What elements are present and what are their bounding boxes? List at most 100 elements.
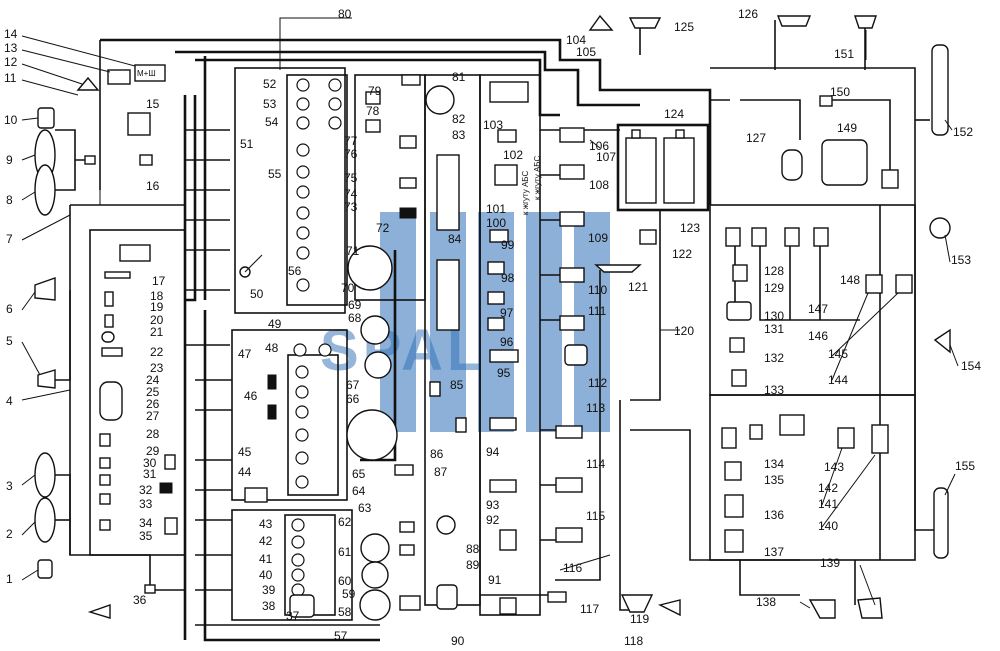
- component-92: [499, 529, 517, 551]
- ref-label-1: 1: [6, 572, 13, 586]
- component-19: [104, 291, 114, 307]
- ref-label-17: 17: [152, 274, 166, 288]
- ref-label-128: 128: [764, 264, 784, 278]
- component-1: [37, 559, 53, 579]
- watermark-text: SPAL: [320, 318, 486, 383]
- ref-label-129: 129: [764, 281, 784, 295]
- ref-label-97: 97: [500, 306, 514, 320]
- component-86: [455, 417, 467, 433]
- component-106: [559, 127, 585, 143]
- ref-label-108: 108: [589, 178, 609, 192]
- ref-label-74: 74: [344, 187, 358, 201]
- ref-label-34: 34: [139, 516, 153, 530]
- ref-label-67: 67: [346, 378, 360, 392]
- component-121: [594, 264, 642, 273]
- lamp-152: [931, 44, 949, 136]
- ref-label-98: 98: [501, 271, 515, 285]
- component-142: [749, 424, 763, 440]
- component-135: [724, 461, 742, 481]
- component-129: [732, 264, 748, 282]
- component-35: [99, 519, 111, 531]
- gauge-67: [364, 351, 392, 379]
- ref-label-122: 122: [672, 247, 692, 261]
- component-20: [104, 314, 114, 328]
- component-145-top: [881, 169, 899, 189]
- ref-label-125: 125: [674, 20, 694, 34]
- component-33: [99, 493, 111, 505]
- component-103: [489, 81, 529, 103]
- gauge-71: [347, 245, 393, 291]
- component-136: [724, 494, 744, 518]
- ref-label-119: 119: [630, 612, 649, 626]
- ref-label-26: 26: [146, 397, 160, 411]
- component-96: [487, 317, 505, 331]
- component-98: [487, 261, 505, 275]
- ref-label-48: 48: [265, 341, 279, 355]
- ref-label-15: 15: [146, 97, 160, 111]
- component-114: [555, 477, 583, 493]
- ref-label-81: 81: [452, 70, 466, 84]
- component-118: [657, 599, 681, 617]
- ref-label-73: 73: [344, 200, 358, 214]
- ref-label-54: 54: [265, 115, 279, 129]
- ref-label-51: 51: [240, 137, 254, 151]
- right-components: [721, 44, 951, 619]
- component-108: [559, 164, 585, 180]
- ref-label-35: 35: [139, 529, 153, 543]
- ref-label-66: 66: [346, 392, 360, 406]
- component-37: [289, 594, 315, 618]
- ref-label-4: 4: [6, 394, 13, 408]
- ref-label-41: 41: [259, 552, 273, 566]
- component-130: [726, 301, 752, 321]
- component-24: [99, 381, 123, 421]
- lamp-155: [933, 487, 949, 559]
- component-115: [555, 527, 583, 543]
- ref-label-111: 111: [588, 304, 607, 318]
- ref-label-39: 39: [262, 583, 276, 597]
- ref-label-107: 107: [596, 150, 616, 164]
- component-16: [139, 154, 153, 166]
- component-139: [857, 597, 883, 619]
- ref-label-152: 152: [953, 125, 973, 139]
- ref-label-121: 121: [628, 280, 648, 294]
- component-99: [489, 229, 509, 243]
- ref-label-23: 23: [150, 361, 164, 375]
- component-36: [87, 604, 111, 619]
- ref-label-92: 92: [486, 513, 500, 527]
- ref-label-84: 84: [448, 232, 462, 246]
- component-29: [99, 457, 111, 469]
- box-label: М+Ш: [137, 69, 156, 78]
- component-125: [628, 17, 662, 29]
- ref-label-27: 27: [146, 409, 160, 423]
- component-73: [399, 207, 417, 219]
- ref-label-154: 154: [961, 359, 981, 373]
- component-110: [559, 267, 585, 283]
- left-components: М+Ш: [34, 64, 178, 619]
- ref-label-110: 110: [588, 283, 607, 297]
- ref-label-112: 112: [588, 376, 607, 390]
- ref-label-123: 123: [680, 221, 700, 235]
- ref-label-130: 130: [764, 309, 784, 323]
- ref-label-49: 49: [268, 317, 282, 331]
- ref-label-106: 106: [589, 139, 609, 153]
- component-141: [837, 427, 855, 449]
- component-144: [895, 274, 913, 294]
- ref-label-3: 3: [6, 479, 13, 493]
- component-31: [99, 474, 111, 486]
- component-8: [34, 164, 56, 216]
- component-133: [731, 369, 747, 387]
- ref-label-68: 68: [348, 311, 362, 325]
- ref-label-83: 83: [452, 128, 466, 142]
- component-137: [724, 529, 744, 553]
- ref-label-91: 91: [488, 573, 502, 587]
- ref-label-135: 135: [764, 473, 784, 487]
- ref-label-131: 131: [764, 322, 784, 336]
- ref-label-38: 38: [262, 599, 276, 613]
- component-6: [34, 277, 56, 301]
- component-138: [808, 599, 836, 619]
- ref-label-11: 11: [4, 71, 17, 85]
- ref-label-76: 76: [344, 147, 358, 161]
- ref-label-155: 155: [955, 459, 975, 473]
- component-18: [104, 271, 131, 279]
- ref-label-57: 57: [334, 629, 348, 643]
